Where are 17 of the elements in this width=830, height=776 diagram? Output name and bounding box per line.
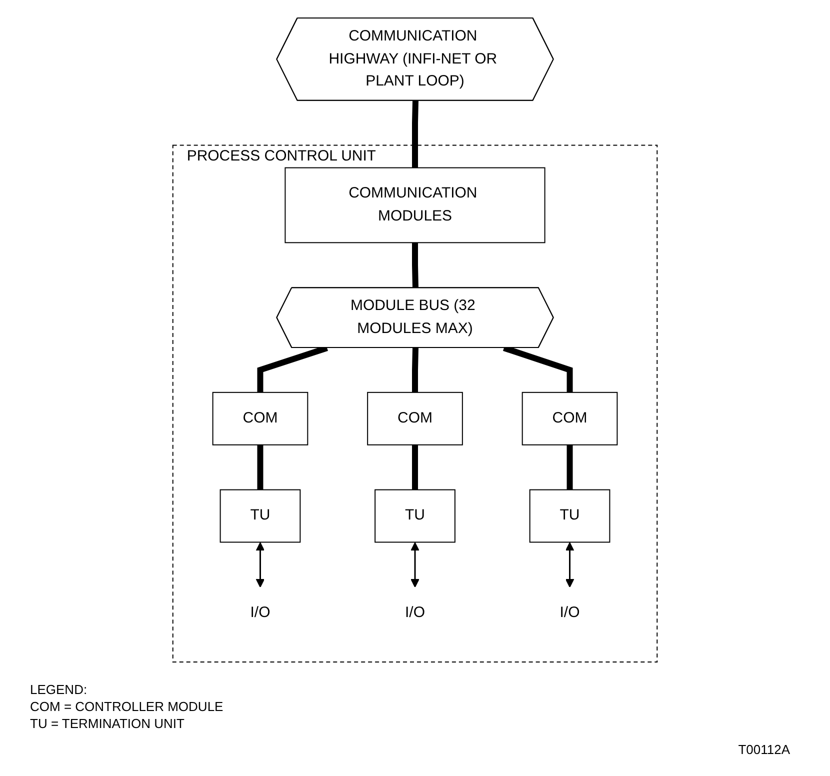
module-box: COM — [522, 392, 618, 446]
bus-band: COMMUNICATION HIGHWAY (INFI-NET OR PLANT LOOP) — [276, 18, 554, 101]
unit-title: PROCESS CONTROL UNIT — [186, 146, 376, 166]
module-box: COMMUNICATION MODULES — [284, 167, 546, 244]
legend-entry: TU = TERMINATION UNIT — [30, 716, 184, 731]
legend-heading: LEGEND: — [30, 682, 88, 697]
legend-entry: COM = CONTROLLER MODULE — [30, 699, 224, 714]
module-box: COM — [212, 392, 308, 446]
io-label: I/O — [250, 604, 270, 622]
io-label: I/O — [405, 604, 425, 622]
module-box: COM — [367, 392, 463, 446]
module-box: TU — [374, 489, 456, 543]
bus-band: MODULE BUS (32 MODULES MAX) — [276, 287, 554, 348]
module-box: TU — [529, 489, 610, 543]
module-box: TU — [220, 489, 301, 543]
figure-code: T00112A — [738, 742, 790, 757]
io-label: I/O — [560, 604, 580, 622]
